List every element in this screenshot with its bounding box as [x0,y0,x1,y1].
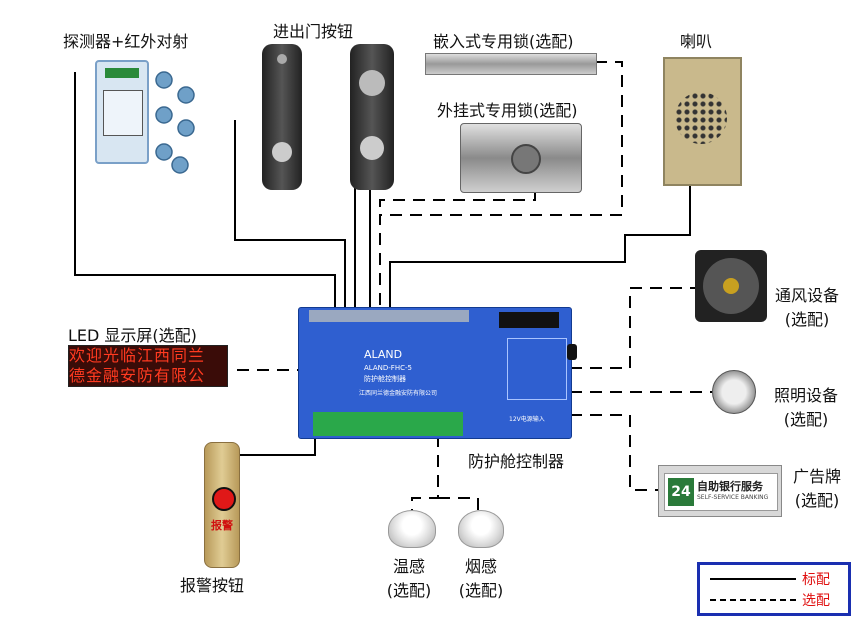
detector-terminal [105,68,139,78]
label-door-button: 进出门按钮 [273,22,354,41]
label-smoke-line2: (选配) [458,581,504,600]
wire-alarm-button [231,437,316,470]
wire-temp-sensor [411,435,439,512]
led-screen: 欢迎光临江西同兰 德金融安防有限公 [68,345,228,387]
ad-text-cn: 自助银行服务 [697,480,763,493]
controller-power-label: 12V电源输入 [509,416,545,423]
label-speaker: 喇叭 [680,32,713,51]
wire-fan [570,287,695,369]
label-temp-line2: (选配) [386,581,432,600]
lock-cylinder-icon [511,144,541,174]
controller-model: ALAND-FHC-5 [364,364,412,372]
controller-info-table [507,338,567,400]
label-fan-line2: (选配) [784,310,830,329]
ir-sensor-icon [177,86,195,104]
speaker [663,57,742,186]
embedded-lock [425,53,597,75]
led-line-1: 欢迎光临江西同兰 [69,346,206,365]
label-light-line1: 照明设备 [773,386,838,405]
smoke-sensor [458,510,504,548]
wire-ad-board [570,414,658,491]
legend-optional-label: 选配 [802,593,830,609]
label-detector: 探测器+红外对射 [63,32,189,51]
legend-standard: 标配 [710,569,840,588]
label-external-lock: 外挂式专用锁(选配) [437,101,578,120]
bottom-terminal-block [313,412,463,436]
key-switch-icon [359,70,385,96]
label-fan-line1: 通风设备 [774,286,839,305]
legend-optional: 选配 [710,590,840,609]
speaker-grille-icon [675,92,727,144]
door-button-1[interactable] [262,44,302,190]
label-light: 照明设备 (选配) [765,382,847,430]
label-ad-board: 广告牌 (选配) [786,463,848,511]
fan-hub-icon [723,278,739,294]
temperature-sensor [388,510,436,548]
controller-company: 江西同兰德金融安防有限公司 [359,390,438,397]
legend-solid-line [710,578,796,580]
legend-standard-label: 标配 [802,572,830,588]
label-smoke-line1: 烟感 [464,557,497,576]
alarm-tag: 报警 [211,519,233,532]
wire-door-button-1 [234,120,346,307]
label-ad-line1: 广告牌 [792,467,841,486]
top-terminal-strip [309,310,469,322]
wire-detector [74,72,336,307]
label-embedded-lock: 嵌入式专用锁(选配) [433,32,574,51]
alarm-button[interactable]: 报警 [204,442,240,568]
fan [695,250,767,322]
screw-icon [277,54,287,64]
hand-icon [360,136,384,160]
label-led-screen: LED 显示屏(选配) [68,326,197,345]
label-temp-line1: 温感 [392,557,425,576]
ir-sensor-icon [155,143,173,161]
legend: 标配 选配 [697,562,851,616]
ad-text-en: SELF-SERVICE BANKING [697,494,769,501]
controller-name: 防护舱控制器 [364,375,406,383]
optional-wires [237,61,712,512]
led-line-2: 德金融安防有限公 [69,366,206,385]
ad-logo: 24 [668,478,694,506]
seven-segment-display [499,312,559,328]
door-button-2[interactable] [350,44,394,190]
legend-dashed-line [710,599,796,601]
hand-icon [272,142,292,162]
external-lock [460,123,582,193]
alarm-red-button-icon [212,487,236,511]
wire-speaker [389,182,691,307]
label-fan: 通风设备 (选配) [772,282,842,330]
light [712,370,756,414]
wire-external-lock [379,190,536,215]
ad-board: 24 自助银行服务 SELF-SERVICE BANKING [658,465,782,517]
label-ad-line2: (选配) [794,491,840,510]
wire-embedded-lock [379,61,623,307]
protective-cabin-controller: ALAND ALAND-FHC-5 防护舱控制器 江西同兰德金融安防有限公司 1… [298,307,577,439]
label-temp-sensor: 温感 (选配) [378,553,440,601]
ir-sensor-icon [155,106,173,124]
ir-beam-sensors [155,71,195,174]
detector-label-plate [103,90,143,136]
label-controller: 防护舱控制器 [468,452,565,471]
ir-sensor-icon [171,156,189,174]
label-light-line2: (选配) [783,410,829,429]
ir-sensor-icon [177,119,195,137]
wire-smoke-sensor [438,497,479,512]
label-smoke-sensor: 烟感 (选配) [450,553,512,601]
controller-brand: ALAND [364,348,403,361]
standard-wires [74,72,691,307]
detector-module [95,60,149,164]
power-jack [567,344,577,360]
ir-sensor-icon [155,71,173,89]
label-alarm-button: 报警按钮 [180,576,245,595]
